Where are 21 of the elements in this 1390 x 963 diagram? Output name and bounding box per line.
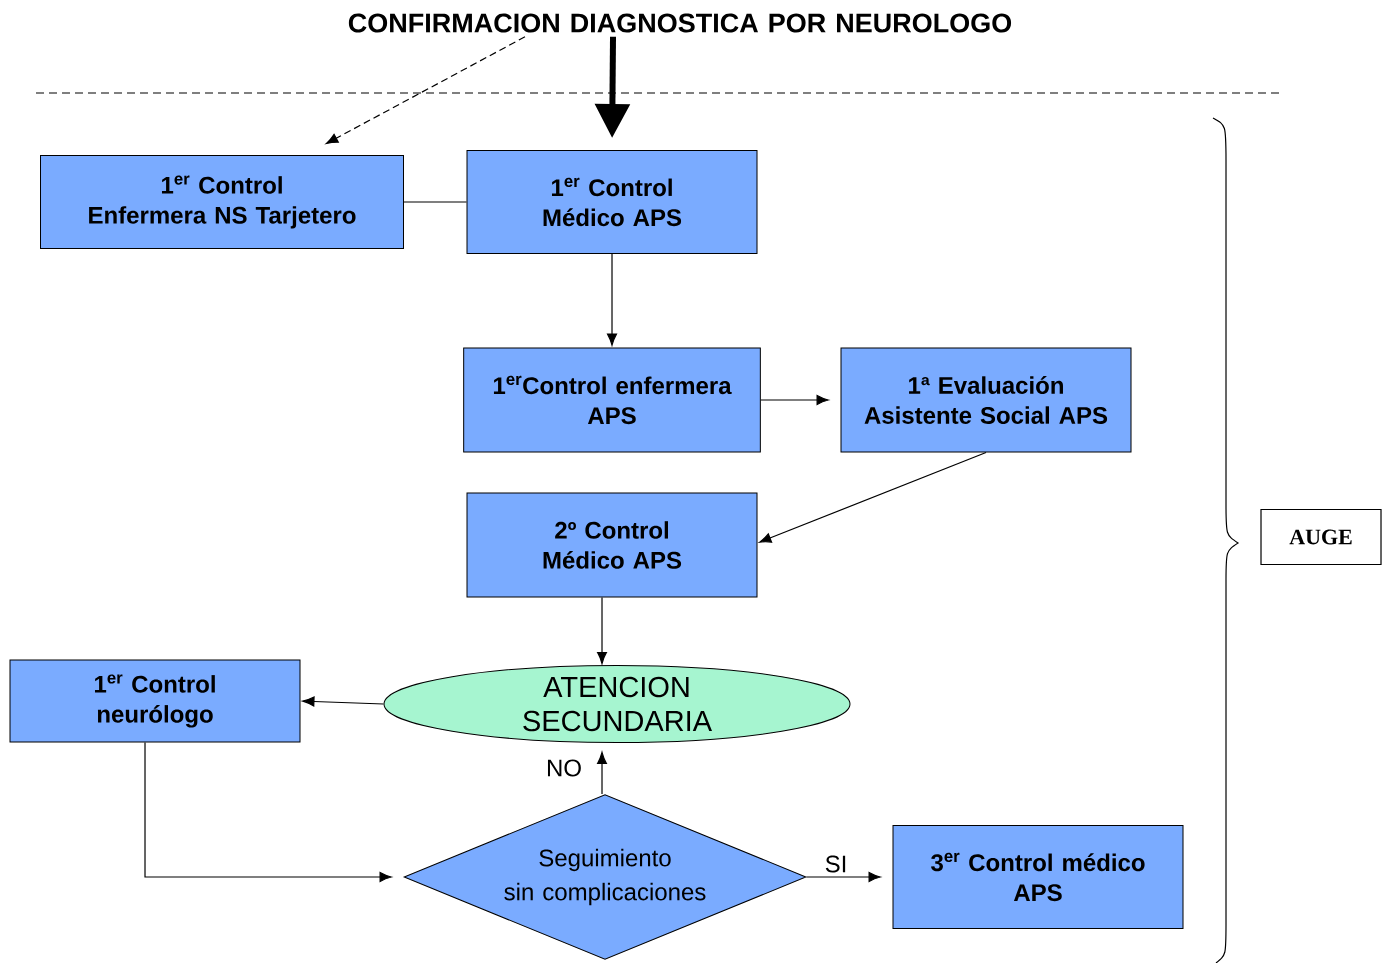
edge-label: NO [545,758,583,778]
arrow [144,741,392,883]
arrow [760,394,829,406]
edge-label: SI [823,854,849,874]
arrow [607,253,618,346]
label-box: AUGE [1260,508,1382,566]
process-box: 1$^{er}$ Control Enfermera NS Tarjetero [40,155,404,249]
process-box: 3$^{er}$ Control médico APS [892,825,1184,929]
process-box: 1$^{er}$ Control neurólogo [9,659,301,743]
arrow [302,696,385,707]
arrow [805,871,881,883]
heading-text: CONFIRMACION DIAGNOSTICA POR NEUROLOGO [348,13,1012,33]
connector-line [403,201,468,203]
arrow [597,596,608,665]
arrow [759,451,987,543]
arrow [325,36,526,145]
process-box: 1$^{er}$ Control Médico APS [466,150,758,254]
process-box: 1ª Evaluación Asistente Social APS [840,347,1132,453]
process-box: 2º Control Médico APS [466,492,758,598]
process-box: 1$^{er}$Control enfermera APS [463,347,761,453]
arrow [597,751,608,795]
